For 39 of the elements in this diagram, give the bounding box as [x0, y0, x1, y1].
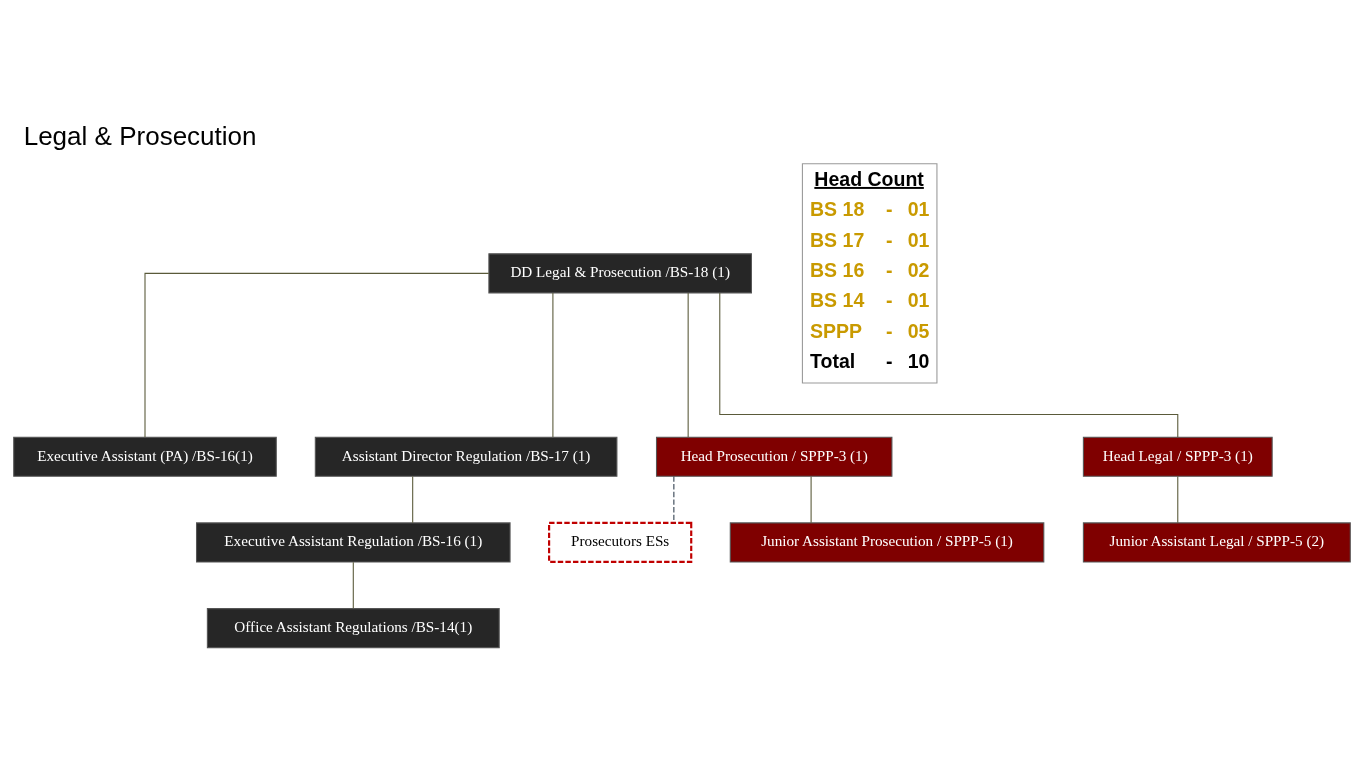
connector [672, 475, 674, 523]
node-box: DD Legal & Prosecution /BS-18 (1) [487, 252, 752, 293]
label: 01 [907, 197, 929, 220]
label: 02 [907, 258, 929, 281]
label: 01 [907, 228, 929, 251]
label: Head Count [813, 167, 924, 190]
label: 05 [907, 319, 929, 342]
label: - [885, 319, 892, 342]
connector [1176, 475, 1178, 523]
node-box: Executive Assistant Regulation /BS-16 (1) [195, 521, 511, 562]
connector [718, 291, 1178, 438]
connector [810, 475, 812, 523]
label: - [885, 228, 892, 251]
node-box: Prosecutors ESs [547, 521, 692, 563]
label: BS 18 [809, 197, 864, 220]
label: 10 [907, 349, 929, 372]
node-box: Office Assistant Regulations /BS-14(1) [206, 607, 500, 648]
label: SPPP [809, 319, 862, 342]
label: - [885, 349, 892, 372]
connector [687, 291, 689, 437]
label: Total [809, 349, 855, 372]
label: - [885, 288, 892, 311]
label: BS 17 [809, 228, 864, 251]
label: - [885, 197, 892, 220]
label: BS 14 [809, 288, 864, 311]
node-box: Junior Assistant Legal / SPPP-5 (2) [1082, 521, 1351, 562]
connector [352, 561, 354, 609]
node-box: Assistant Director Regulation /BS-17 (1) [314, 436, 617, 477]
label: - [885, 258, 892, 281]
diagram-title: Legal & Prosecution [23, 120, 257, 151]
label: BS 16 [809, 258, 864, 281]
connector [551, 291, 553, 437]
label: 01 [907, 288, 929, 311]
node-box: Executive Assistant (PA) /BS-16(1) [12, 436, 277, 477]
node-box: Head Legal / SPPP-3 (1) [1082, 436, 1273, 477]
node-box: Junior Assistant Prosecution / SPPP-5 (1) [729, 521, 1044, 562]
connector [411, 475, 413, 523]
connector [143, 272, 489, 438]
node-box: Head Prosecution / SPPP-3 (1) [655, 436, 892, 477]
